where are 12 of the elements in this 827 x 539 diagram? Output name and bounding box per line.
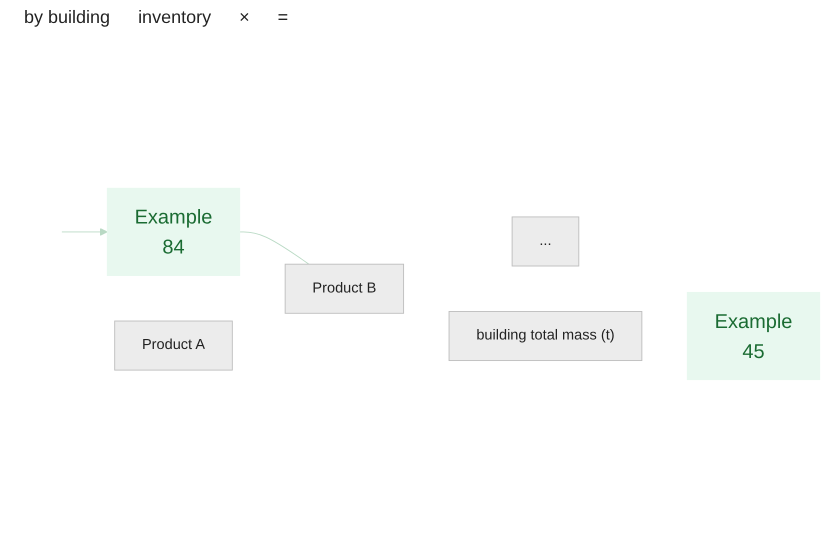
connector: [239, 231, 310, 265]
node-box: Example 84: [106, 188, 240, 276]
node-box: Product A: [114, 320, 233, 371]
note-text: by building: [24, 6, 110, 28]
node-box: building total mass (t): [448, 311, 642, 362]
node-box: Product B: [284, 264, 404, 314]
node-box: Example 45: [686, 292, 820, 380]
note-text: =: [278, 6, 288, 28]
arrow: [61, 228, 108, 236]
note-text: ×: [239, 6, 250, 28]
note-text: inventory: [138, 6, 212, 28]
node-box: ...: [512, 216, 580, 266]
